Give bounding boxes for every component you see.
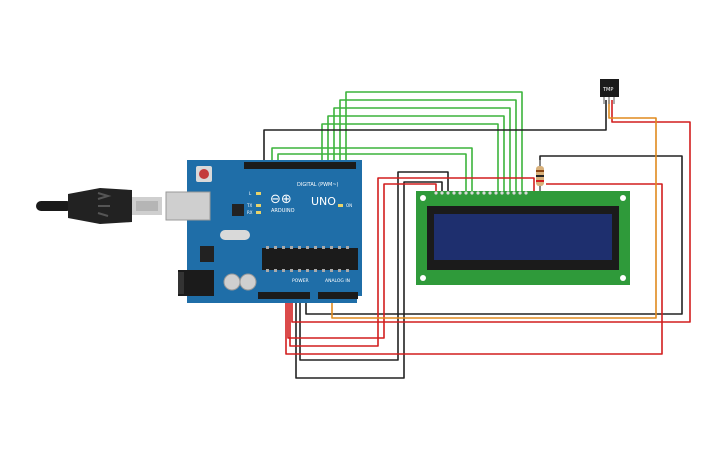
digital-header[interactable] bbox=[244, 162, 356, 169]
wires bbox=[263, 91, 691, 379]
lcd-module[interactable] bbox=[416, 191, 630, 285]
atmega-pins bbox=[266, 246, 349, 272]
wire-black-4[interactable] bbox=[299, 171, 449, 361]
lcd-mount-hole-tl bbox=[420, 195, 426, 201]
wire-green-4[interactable] bbox=[327, 115, 505, 192]
usb-plug-grip bbox=[97, 192, 112, 217]
arduino-logo-symbol: ⊖⊕ bbox=[270, 192, 292, 207]
wire-black-3[interactable] bbox=[295, 181, 443, 379]
lcd-mount-hole-tr bbox=[620, 195, 626, 201]
lcd-display bbox=[434, 214, 612, 260]
led-on-label: ON bbox=[346, 203, 352, 208]
resistor-band-1 bbox=[536, 170, 544, 172]
arduino-model-label: UNO bbox=[311, 195, 336, 208]
arduino-brand-label: ARDUINO bbox=[271, 208, 295, 214]
crystal bbox=[220, 230, 250, 240]
led-l bbox=[256, 192, 261, 195]
led-tx bbox=[256, 204, 261, 207]
usb-plug-metal-inner bbox=[136, 201, 158, 211]
analog-header[interactable] bbox=[318, 292, 358, 299]
power-jack-front bbox=[178, 272, 184, 294]
resistor-band-3 bbox=[536, 180, 544, 182]
led-rx bbox=[256, 211, 261, 214]
temperature-sensor[interactable]: TMP bbox=[600, 79, 619, 104]
wire-green-2[interactable] bbox=[339, 99, 517, 192]
wire-red-3[interactable] bbox=[287, 183, 437, 339]
resistor[interactable] bbox=[536, 166, 544, 186]
digital-header-label: DIGITAL (PWM~) bbox=[297, 182, 339, 188]
tmp-sensor-legs bbox=[603, 97, 615, 104]
power-header-label: POWER bbox=[292, 278, 309, 284]
capacitor-1 bbox=[223, 273, 241, 291]
atmega-chip bbox=[262, 248, 358, 270]
usb-jack bbox=[165, 191, 211, 221]
led-tx-label: TX bbox=[246, 203, 252, 208]
wire-green-6[interactable] bbox=[271, 147, 473, 192]
usb-cable[interactable] bbox=[36, 188, 162, 224]
wire-orange-1[interactable] bbox=[331, 100, 657, 319]
lcd-mount-hole-br bbox=[620, 275, 626, 281]
lcd-pin-header[interactable] bbox=[434, 191, 528, 195]
tmp-sensor-label: TMP bbox=[602, 87, 613, 93]
wire-green-5[interactable] bbox=[321, 123, 499, 192]
tmp-sensor-body bbox=[600, 79, 619, 97]
analog-header-label: ANALOG IN bbox=[325, 278, 350, 284]
led-on bbox=[338, 204, 343, 207]
arduino-uno-board[interactable]: L TX RX ON DIGITAL (PWM~) ⊖⊕ ARDUINO UNO… bbox=[165, 160, 362, 303]
led-rx-label: RX bbox=[247, 210, 253, 215]
power-header[interactable] bbox=[258, 292, 310, 299]
capacitor-2 bbox=[239, 273, 257, 291]
wire-green-1[interactable] bbox=[345, 91, 523, 192]
reset-button-cap bbox=[199, 169, 209, 179]
wire-red-4[interactable] bbox=[285, 183, 663, 355]
regulator bbox=[200, 246, 214, 262]
resistor-band-2 bbox=[536, 175, 544, 177]
usb-chip bbox=[232, 204, 244, 216]
wire-green-3[interactable] bbox=[333, 107, 511, 192]
lcd-mount-hole-bl bbox=[420, 275, 426, 281]
led-l-label: L bbox=[249, 191, 252, 196]
wire-black-1[interactable] bbox=[263, 100, 607, 166]
usb-cable-cord bbox=[36, 201, 72, 211]
